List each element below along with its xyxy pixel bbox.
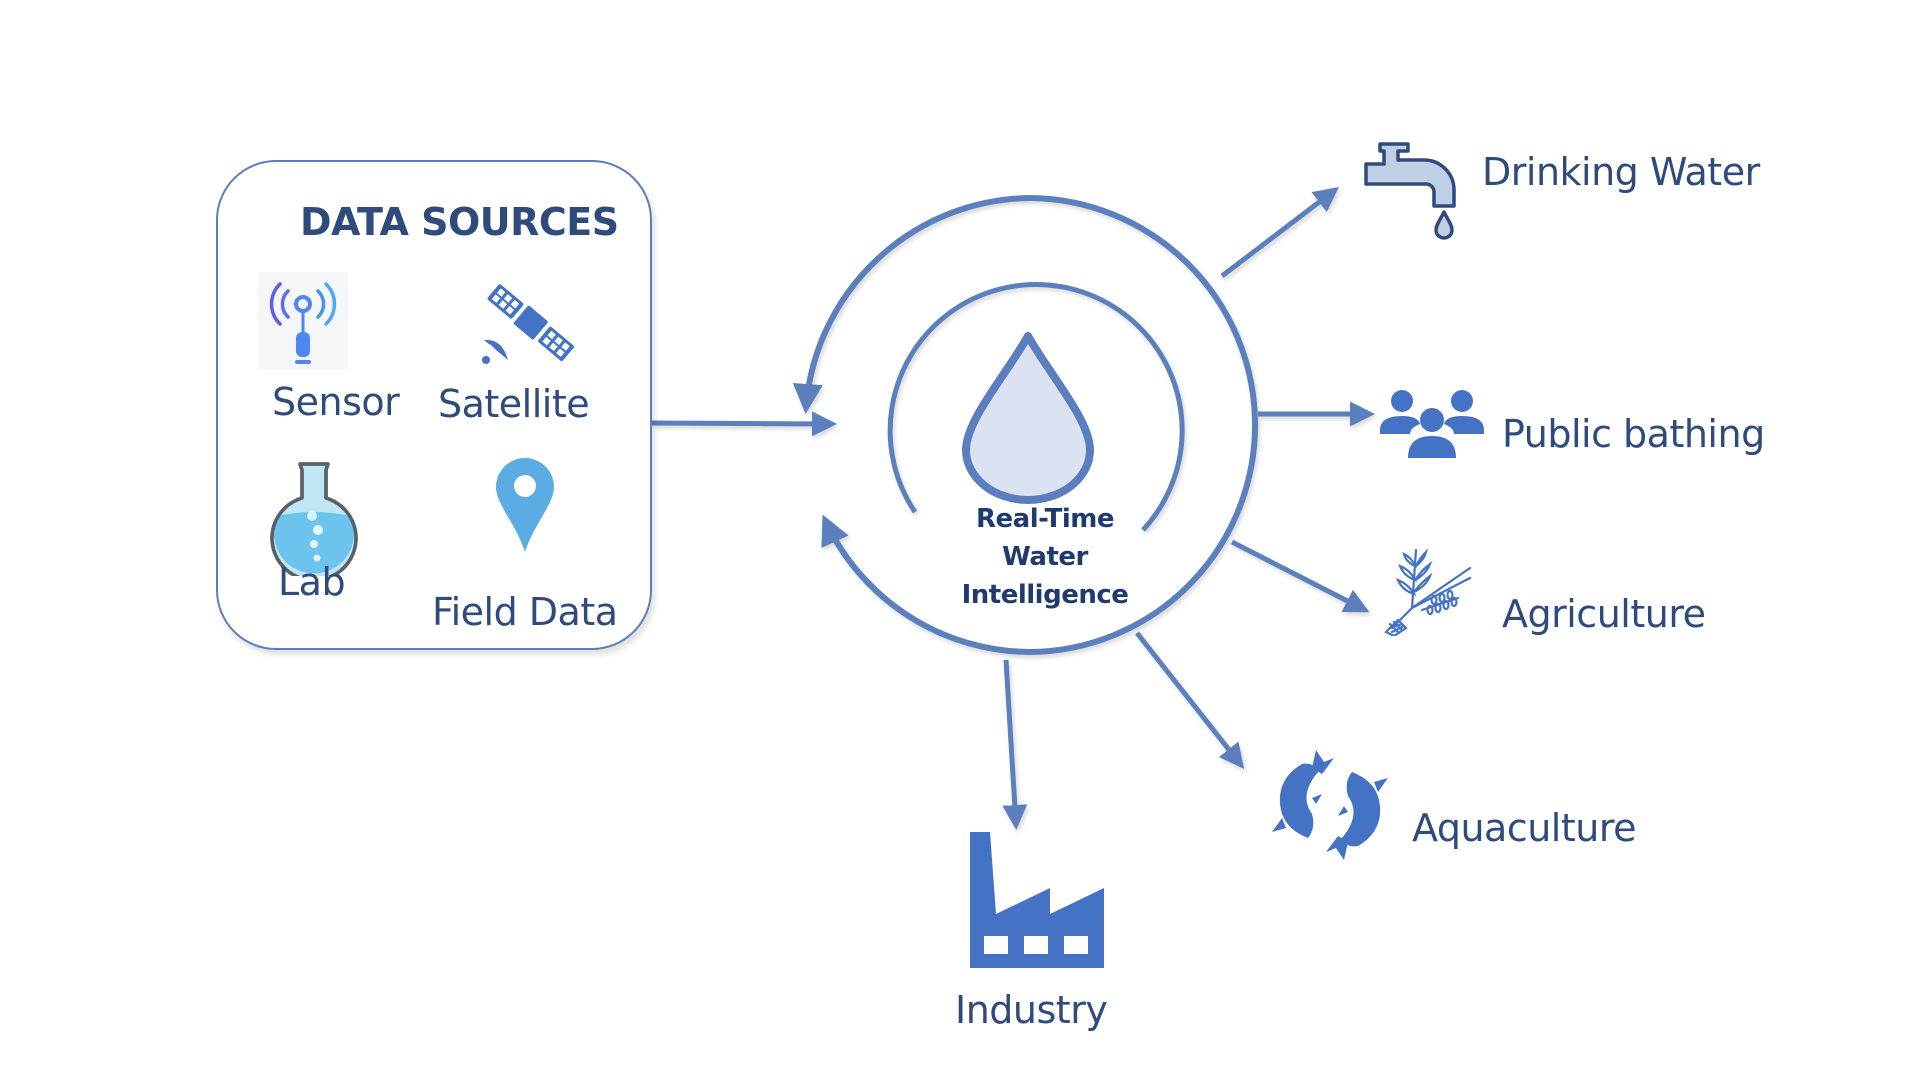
inner-cycle-arc xyxy=(887,282,1185,532)
source-label-satellite: Satellite xyxy=(438,382,590,426)
water-drop-icon xyxy=(962,332,1094,504)
map-pin-icon xyxy=(496,458,554,552)
outer-cycle-arc-lower xyxy=(821,514,1031,655)
faucet-icon xyxy=(1364,142,1456,240)
sensor-antenna-icon xyxy=(258,272,348,370)
output-label-industry: Industry xyxy=(955,988,1108,1032)
outer-cycle-arc-upper xyxy=(792,194,1259,655)
fish-icon xyxy=(1272,750,1388,860)
satellite-icon xyxy=(482,284,574,364)
output-label-agriculture: Agriculture xyxy=(1502,592,1706,636)
output-label-drinking-water: Drinking Water xyxy=(1482,150,1760,194)
source-label-field-data: Field Data xyxy=(432,590,618,634)
arrow-agriculture xyxy=(1230,539,1370,613)
lab-flask-icon xyxy=(270,462,358,576)
arrow-drinking-water xyxy=(1220,186,1339,278)
hub-label-line-2: Water xyxy=(1002,542,1088,572)
source-label-lab: Lab xyxy=(278,560,346,604)
hub-label-line-1: Real-Time xyxy=(976,504,1114,534)
factory-icon xyxy=(970,832,1104,968)
hub-label-line-3: Intelligence xyxy=(961,580,1129,610)
output-label-aquaculture: Aquaculture xyxy=(1412,806,1637,850)
arrow-aquaculture xyxy=(1135,631,1245,769)
people-group-icon xyxy=(1380,390,1484,458)
output-label-public-bathing: Public bathing xyxy=(1502,412,1765,456)
data-sources-title: DATA SOURCES xyxy=(300,200,619,244)
hub-label: Real-Time Water Intelligence xyxy=(950,500,1140,614)
arrow-industry xyxy=(1002,659,1028,830)
wheat-icon xyxy=(1384,548,1472,636)
input-arrow xyxy=(651,411,837,437)
source-label-sensor: Sensor xyxy=(272,380,400,424)
